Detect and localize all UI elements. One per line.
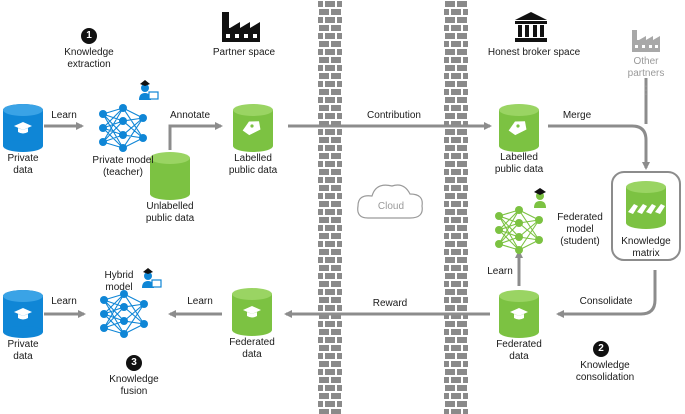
other-factory-icon (632, 30, 660, 52)
labelled-partner-cylinder (233, 104, 273, 152)
cloud-label: Cloud (377, 201, 405, 212)
broker-space-label: Honest broker space (487, 47, 581, 58)
federated-data-partner-cylinder (232, 288, 272, 336)
arrow-consolidate (556, 270, 657, 318)
unlabelled-label: Unlabelled public data (145, 201, 195, 224)
federated-data-broker-label: Federated data (496, 339, 542, 362)
step-2-label: Knowledge consolidation (575, 360, 635, 383)
teacher-icon (142, 268, 162, 288)
neural-network-icon (98, 103, 148, 153)
edge-learn-federated: Learn (487, 266, 513, 277)
knowledge-matrix-label: Knowledge matrix (621, 236, 671, 259)
flow-arrows (44, 78, 657, 318)
private-data-bottom-label: Private data (7, 339, 39, 362)
federated-model-network (494, 205, 544, 255)
edge-annotate: Annotate (169, 110, 211, 121)
brick-wall-left (318, 0, 342, 414)
partner-space-label: Partner space (212, 47, 276, 58)
step-1-badge: 1 (81, 28, 97, 44)
student-icon (534, 188, 546, 208)
federated-model-label: Federated model (student) (557, 212, 603, 247)
step-2-badge: 2 (593, 341, 609, 357)
knowledge-matrix-box (611, 171, 681, 261)
private-model-network (98, 103, 148, 153)
edge-merge: Merge (562, 110, 592, 121)
hybrid-model-label: Hybrid model (104, 270, 134, 293)
neural-network-icon (99, 289, 149, 339)
step-3-badge: 3 (126, 355, 142, 371)
edge-learn-top: Learn (51, 110, 77, 121)
arrow-annotate (168, 122, 223, 150)
edge-learn-bottom: Learn (51, 296, 77, 307)
other-partners-dots: ⋮ (640, 83, 652, 97)
labelled-broker-cylinder (499, 104, 539, 152)
brick-wall-right (444, 0, 468, 414)
step-3-label: Knowledge fusion (109, 374, 159, 397)
federated-data-partner-label: Federated data (229, 337, 275, 360)
teacher-icon (139, 80, 159, 100)
federated-data-broker-cylinder (499, 290, 539, 338)
edge-learn-hybrid: Learn (187, 296, 213, 307)
labelled-broker-label: Labelled public data (494, 152, 544, 175)
hybrid-model-network (99, 289, 149, 339)
cloud-icon (357, 184, 423, 219)
edge-consolidate: Consolidate (579, 296, 633, 307)
step-1-label: Knowledge extraction (64, 47, 114, 70)
edge-reward: Reward (372, 298, 408, 309)
edge-contribution: Contribution (367, 110, 421, 121)
tag-icon (628, 204, 665, 214)
private-model-label: Private model (teacher) (92, 155, 154, 178)
labelled-partner-label: Labelled public data (228, 153, 278, 176)
arrow-merge (548, 124, 650, 170)
other-partners-label: Other partners (627, 56, 665, 79)
private-data-top-label: Private data (7, 153, 39, 176)
neural-network-icon (494, 205, 544, 255)
private-data-bottom-cylinder (3, 290, 43, 338)
factory-icon (222, 12, 260, 42)
bank-icon (515, 12, 547, 42)
private-data-top-cylinder (3, 104, 43, 152)
